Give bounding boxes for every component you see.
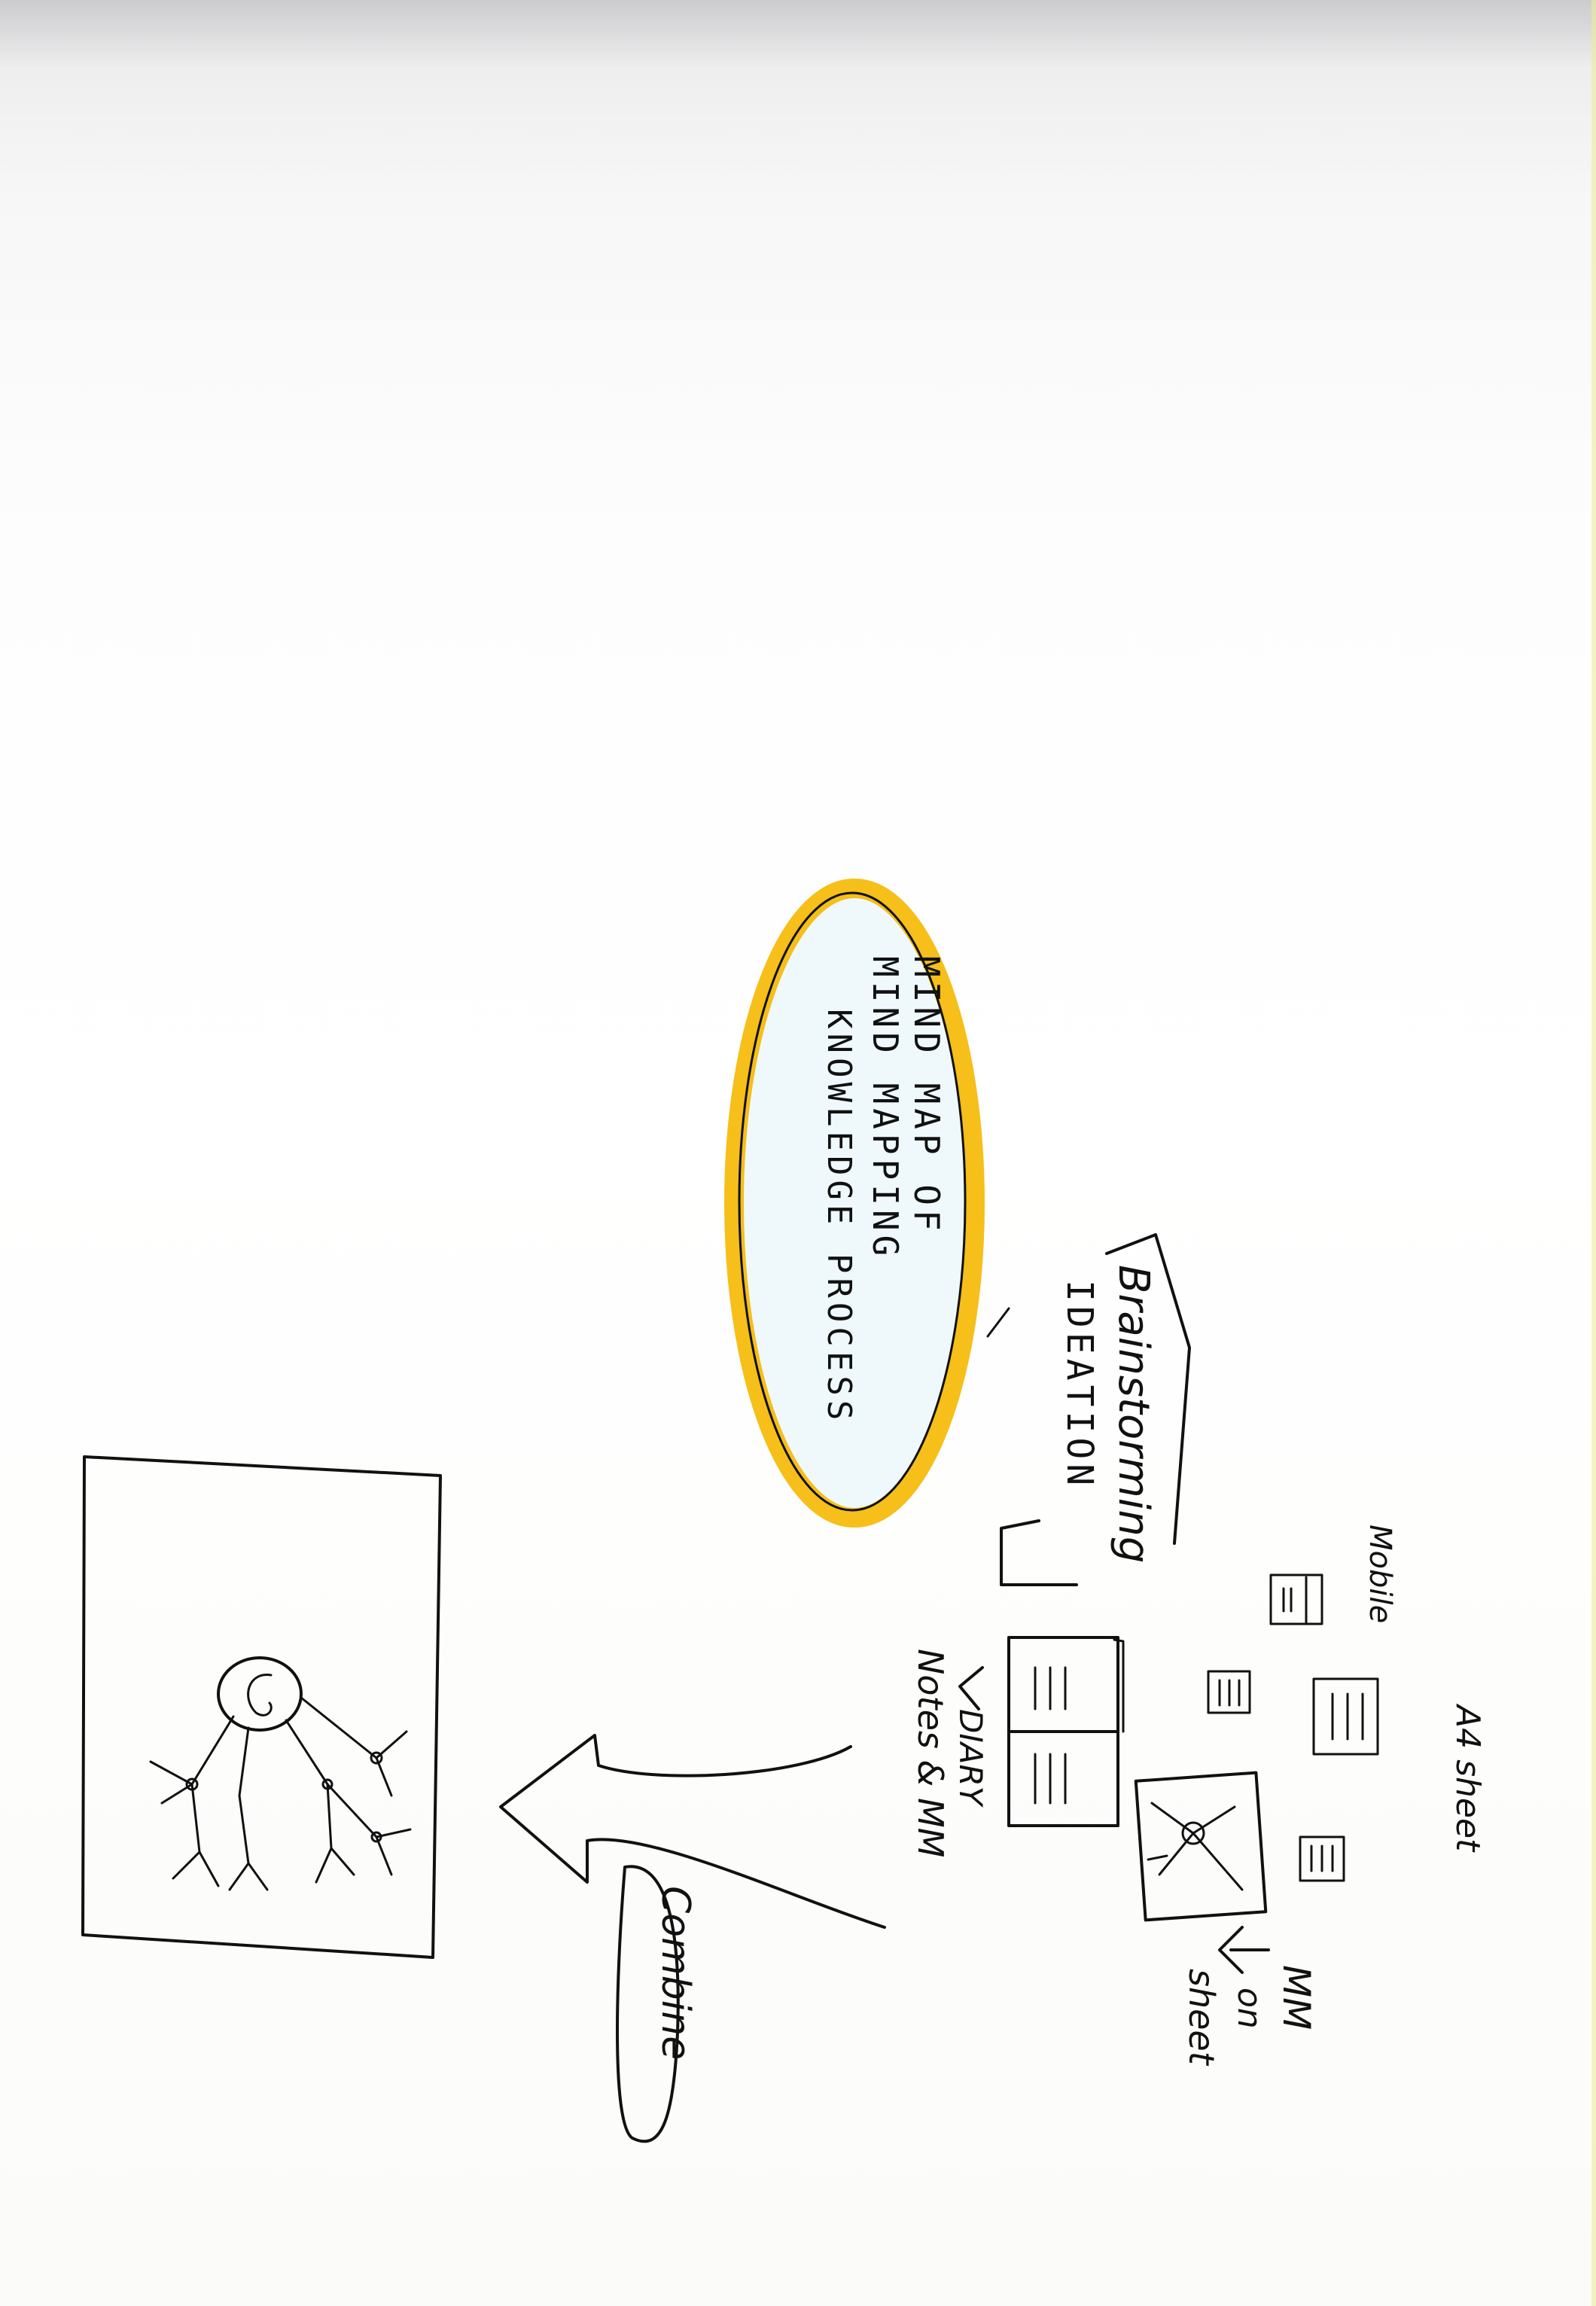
combine-label: Combine <box>653 1886 698 2060</box>
paper-edge <box>1591 0 1596 2306</box>
center-line-2: MIND MAPPING <box>865 956 906 1260</box>
combine-arrow <box>499 1734 886 1929</box>
combine-bubble: Combine <box>616 1865 698 2143</box>
a4-sheet-sketch: A4 sheet <box>1312 1677 1487 1853</box>
mobile-label: Mobile <box>1363 1525 1397 1623</box>
diary-label: DIARY <box>952 1709 989 1808</box>
diary-sketch: DIARY Notes & MM <box>910 1636 1125 1857</box>
mm-sheet-sketch: MM on sheet <box>1134 1771 1318 2067</box>
brainstorming-label: Brainstorming <box>1109 1265 1158 1563</box>
svg-text:MIND MAP OF: MIND MAP OF <box>906 956 947 1235</box>
small-note-2 <box>1299 1835 1345 1882</box>
sheet-label: sheet <box>1181 1969 1222 2067</box>
notes-mm-label: Notes & MM <box>910 1649 951 1857</box>
center-line-1: MIND MAP OF <box>906 956 947 1235</box>
small-note-1 <box>1207 1670 1251 1714</box>
combined-mindmap <box>149 1656 412 1891</box>
paper-shadow <box>0 0 1596 68</box>
combined-mindmap-frame <box>81 1455 442 1959</box>
on-label: on <box>1230 1988 1269 2029</box>
mm-label: MM <box>1275 1965 1318 2030</box>
central-ellipse <box>724 879 1010 1528</box>
center-line-3: KNOWLEDGE PROCESS <box>820 1009 858 1424</box>
central-title: MIND MAP OF MIND MAPPING KNOWLEDGE PROCE… <box>820 956 947 1424</box>
brainstorming-bracket: Brainstorming IDEATION <box>1000 1233 1191 1586</box>
svg-text:KNOWLEDGE PROCESS: KNOWLEDGE PROCESS <box>820 1009 858 1424</box>
a4-sheet-label: A4 sheet <box>1448 1703 1487 1853</box>
mobile-sketch: Mobile <box>1269 1525 1397 1625</box>
ideation-label: IDEATION <box>1058 1280 1101 1490</box>
svg-text:MIND MAPPING: MIND MAPPING <box>865 956 906 1260</box>
